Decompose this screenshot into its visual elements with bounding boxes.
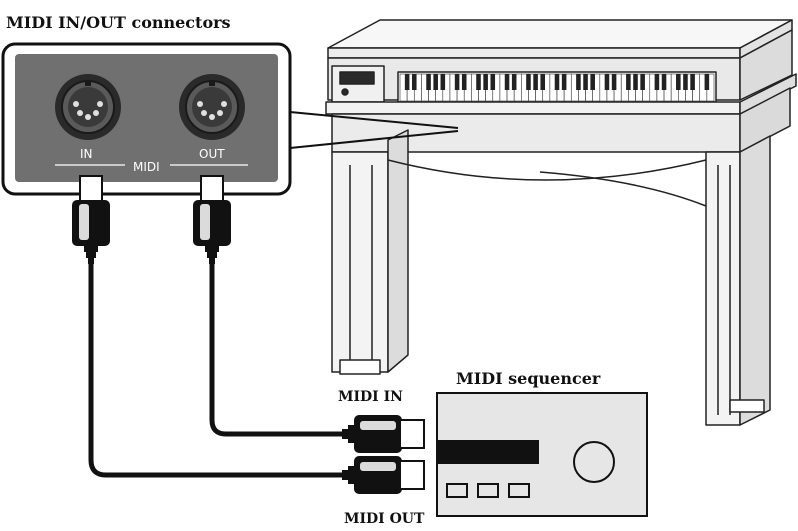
black-key bbox=[533, 74, 538, 90]
black-key bbox=[583, 74, 588, 90]
black-key bbox=[611, 74, 617, 90]
callout-lines bbox=[289, 111, 459, 149]
black-key bbox=[433, 74, 438, 90]
sequencer-button-2 bbox=[477, 483, 499, 498]
black-key bbox=[704, 74, 710, 90]
black-key bbox=[483, 74, 488, 90]
panel-midi-label: MIDI bbox=[133, 160, 160, 174]
black-key bbox=[526, 74, 531, 90]
black-key bbox=[683, 74, 688, 90]
midi-sequencer-device bbox=[436, 392, 648, 517]
black-key bbox=[454, 74, 460, 90]
black-key bbox=[626, 74, 631, 90]
midi-out-jack bbox=[179, 74, 245, 140]
cable-plug-left bbox=[72, 175, 110, 264]
midi-in-jack bbox=[55, 74, 121, 140]
black-key bbox=[654, 74, 660, 90]
piano-keys bbox=[399, 73, 715, 102]
cable-plug-right bbox=[193, 175, 231, 264]
black-key bbox=[676, 74, 681, 90]
black-key bbox=[411, 74, 417, 90]
midi-cables bbox=[88, 259, 351, 478]
black-key bbox=[490, 74, 496, 90]
sequencer-button-1 bbox=[446, 483, 468, 498]
black-key bbox=[661, 74, 667, 90]
digital-piano bbox=[325, 19, 797, 426]
cable-plug-midi-out bbox=[342, 456, 425, 494]
black-key bbox=[511, 74, 517, 90]
black-key bbox=[590, 74, 595, 90]
black-key bbox=[540, 74, 546, 90]
black-key bbox=[404, 74, 410, 90]
black-key bbox=[576, 74, 581, 90]
black-key bbox=[426, 74, 431, 90]
black-key bbox=[440, 74, 446, 90]
cable-plug-midi-in bbox=[342, 415, 425, 453]
panel-out-label: OUT bbox=[199, 147, 225, 161]
black-key bbox=[476, 74, 481, 90]
sequencer-display bbox=[437, 440, 539, 464]
midi-out-label: MIDI OUT bbox=[344, 511, 425, 527]
connectors-title: MIDI IN/OUT connectors bbox=[6, 13, 231, 32]
black-key bbox=[690, 74, 695, 90]
black-key bbox=[504, 74, 510, 90]
sequencer-button-3 bbox=[508, 483, 530, 498]
midi-in-label: MIDI IN bbox=[338, 389, 403, 405]
black-key bbox=[461, 74, 467, 90]
black-key bbox=[554, 74, 560, 90]
sequencer-title: MIDI sequencer bbox=[456, 369, 601, 388]
black-key bbox=[640, 74, 645, 90]
black-key bbox=[604, 74, 610, 90]
panel-in-label: IN bbox=[80, 147, 93, 161]
black-key bbox=[633, 74, 638, 90]
black-key bbox=[561, 74, 567, 90]
sequencer-knob bbox=[573, 441, 615, 483]
